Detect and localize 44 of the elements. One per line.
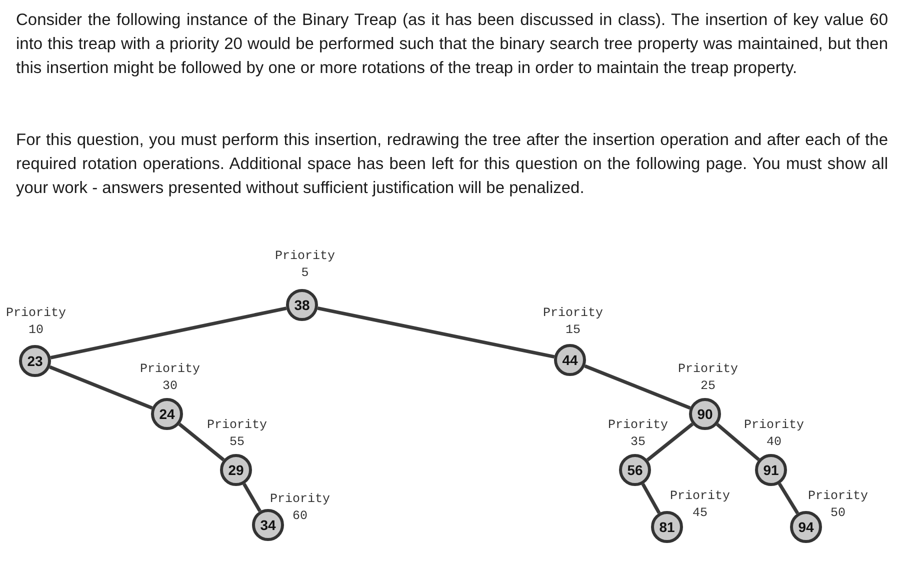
node-key: 23 xyxy=(27,353,43,369)
tree-edge xyxy=(317,306,555,358)
priority-label: Priority 25 xyxy=(676,361,739,395)
priority-label: Priority 30 xyxy=(138,361,201,395)
tree-node-circle xyxy=(554,344,586,376)
priority-label: Priority 15 xyxy=(542,305,604,339)
priority-label: Priority 5 xyxy=(274,248,336,282)
priority-label: Priority 55 xyxy=(206,417,268,451)
tree-node-circle xyxy=(619,454,651,486)
tree-node-circle xyxy=(151,398,183,430)
tree-edge xyxy=(584,364,691,410)
tree-node-circle xyxy=(220,454,252,486)
tree-node-circle xyxy=(19,345,51,377)
tree-edge xyxy=(646,422,694,462)
tree-edge xyxy=(778,482,800,514)
tree-edge xyxy=(178,422,225,462)
priority-label: Priority 50 xyxy=(806,488,869,522)
tree-edge xyxy=(50,306,287,360)
node-key: 29 xyxy=(228,462,244,478)
node-key: 94 xyxy=(798,519,814,535)
tree-node-circle xyxy=(755,454,787,486)
question-paragraph: For this question, you must perform this insertion, redrawing the tree after the insertion operation and after each of the required rotation operations. Additional space has been left for this question on the following page. You must show all your work - answers presented without sufficient justification will be penalized. xyxy=(16,130,888,199)
tree-node-circle xyxy=(252,509,284,541)
tree-node-circle xyxy=(790,511,822,543)
node-key: 91 xyxy=(763,462,779,478)
tree-edge xyxy=(716,423,760,461)
node-key: 81 xyxy=(659,519,675,535)
tree-node-circle xyxy=(689,398,721,430)
priority-label: Priority 40 xyxy=(742,417,805,451)
priority-label: Priority 45 xyxy=(668,488,731,522)
question-paragraph: Consider the following instance of the Binary Treap (as it has been discussed in class). The insertion of key value 60 into this treap with a priority 20 would be performed such that the binary search tree property was maintained, but then this insertion might be followed by one or more rotations of the treap in order to maintain the treap property. xyxy=(16,10,888,79)
node-key: 56 xyxy=(627,462,643,478)
tree-edge xyxy=(242,482,262,512)
priority-label: Priority 10 xyxy=(4,305,67,339)
node-key: 44 xyxy=(562,352,578,368)
node-key: 24 xyxy=(159,406,175,422)
tree-edge xyxy=(49,365,153,410)
node-key: 38 xyxy=(294,297,310,313)
tree-node-circle xyxy=(286,289,318,321)
node-key: 34 xyxy=(260,517,276,533)
priority-label: Priority 35 xyxy=(606,417,669,451)
tree-node-circle xyxy=(651,511,683,543)
tree-edge xyxy=(641,483,661,514)
node-key: 90 xyxy=(697,406,713,422)
